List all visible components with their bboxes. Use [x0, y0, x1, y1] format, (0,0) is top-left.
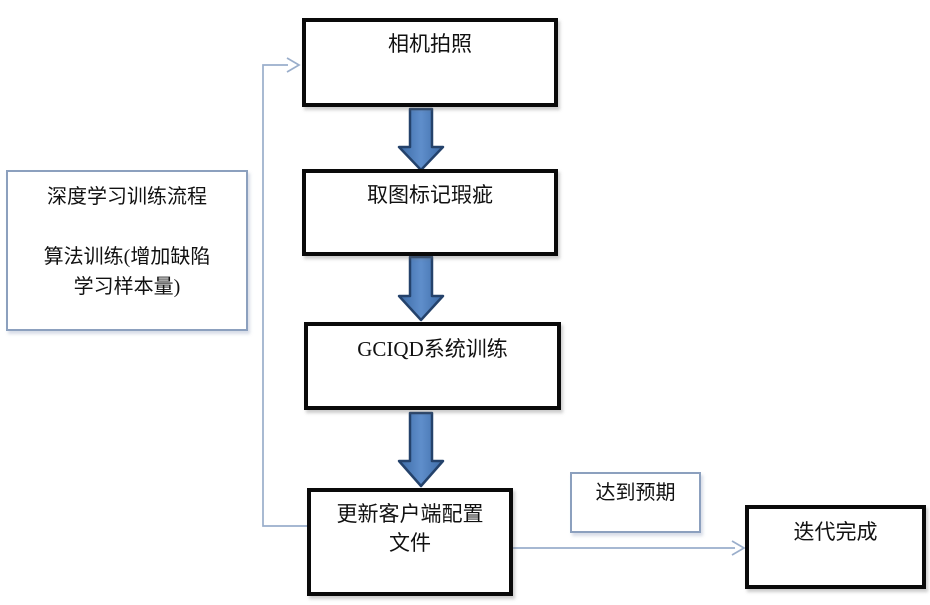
step-mark-defects-label: 取图标记瑕疵 — [367, 183, 493, 207]
step-update-config: 更新客户端配置 文件 — [307, 488, 513, 596]
end-box: 迭代完成 — [745, 505, 926, 589]
feedback-connector — [262, 57, 307, 527]
end-box-label: 迭代完成 — [793, 520, 878, 544]
step-mark-defects: 取图标记瑕疵 — [302, 169, 558, 256]
branch-label-text: 达到预期 — [595, 482, 676, 504]
step-camera: 相机拍照 — [302, 18, 558, 107]
result-connector — [513, 540, 746, 556]
note-box: 深度学习训练流程 算法训练(增加缺陷 学习样本量) — [6, 170, 248, 331]
note-line-1: 深度学习训练流程 — [47, 186, 207, 208]
step-gciqd-training-label: GCIQD系统训练 — [357, 337, 508, 361]
step-update-config-label-line1: 更新客户端配置 — [336, 502, 484, 526]
step-gciqd-training: GCIQD系统训练 — [304, 322, 561, 410]
step-update-config-label-line2: 文件 — [389, 531, 431, 555]
step-camera-label: 相机拍照 — [388, 32, 472, 56]
note-blank-line — [8, 212, 246, 242]
note-line-2: 算法训练(增加缺陷 — [43, 246, 211, 268]
note-line-3: 学习样本量) — [73, 276, 181, 298]
down-block-arrow-3 — [397, 411, 445, 488]
down-block-arrow-2 — [397, 255, 445, 322]
branch-label: 达到预期 — [570, 472, 701, 533]
down-block-arrow-1 — [397, 107, 445, 172]
